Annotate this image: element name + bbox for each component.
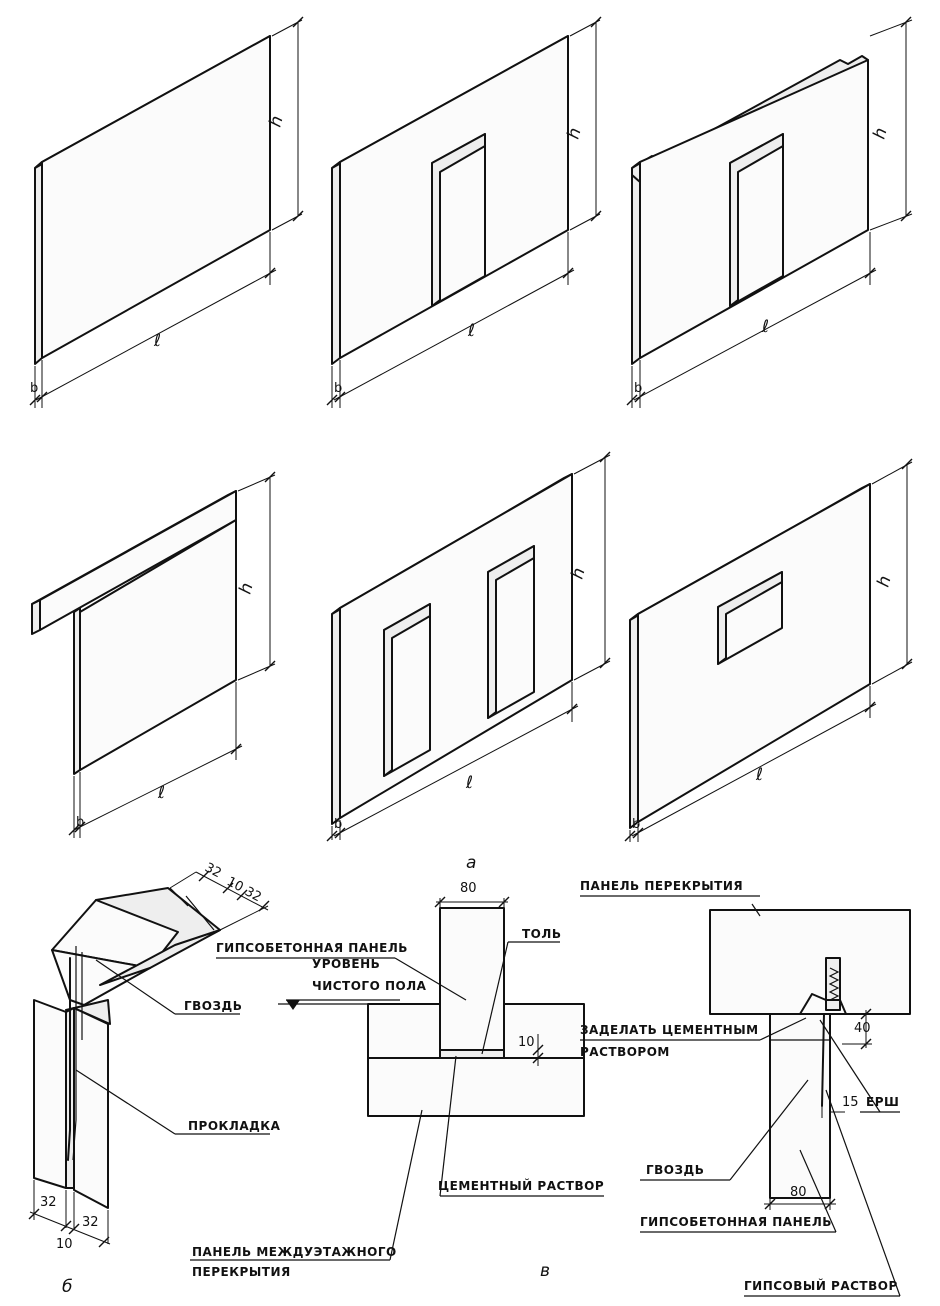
detail-v-tar-paper-label: ТОЛЬ [522, 927, 562, 941]
detail-c-seal-label-1: ЗАДЕЛАТЬ ЦЕМЕНТНЫМ [580, 1023, 759, 1037]
panel5-l-label: ℓ [465, 773, 473, 793]
detail-v-gap-dim: 10 [518, 1035, 535, 1050]
panel3-b-label: b [634, 381, 642, 396]
wall-panel-with-two-doors [326, 451, 611, 842]
panel1-h-label: h [266, 114, 288, 130]
wall-panel-with-door [326, 16, 602, 408]
panel1-b-label: b [30, 381, 38, 396]
detail-v-interfloor-label-1: ПАНЕЛЬ МЕЖДУЭТАЖНОГО [192, 1245, 397, 1259]
wall-panel-t-shaped [31, 471, 276, 838]
detail-c-gypsum-mortar-label: ГИПСОВЫЙ РАСТВОР [744, 1278, 898, 1293]
caption-b: б [62, 1277, 72, 1297]
panel4-h-label: h [236, 581, 258, 597]
detail-b-dim-bottom-2: 10 [56, 1237, 73, 1252]
panel3-h-label: h [870, 126, 892, 142]
detail-v-floor-level-label-1: УРОВЕНЬ [312, 957, 380, 971]
wall-panel-with-door-and-notches [626, 16, 913, 408]
detail-v-interfloor-label-2: ПЕРЕКРЫТИЯ [192, 1265, 291, 1279]
panel6-b-label: b [632, 817, 640, 832]
panel5-b-label: b [334, 817, 342, 832]
panel2-b-label: b [334, 381, 342, 396]
detail-b-dim-top-2: 10 [224, 874, 246, 895]
detail-c-nail-label: ГВОЗДЬ [646, 1163, 704, 1177]
detail-c-ruff-label: ЕРШ [866, 1095, 899, 1109]
detail-ceiling-joint: ПАНЕЛЬ ПЕРЕКРЫТИЯ ЗАДЕЛАТЬ ЦЕМЕНТНЫМ РАС… [580, 879, 911, 1297]
detail-c-dim-15: 15 [842, 1095, 859, 1110]
panel1-l-label: ℓ [153, 331, 161, 351]
detail-v-gypsum-panel-label: ГИПСОБЕТОННАЯ ПАНЕЛЬ [216, 941, 408, 955]
detail-b-dim-top-3: 32 [242, 884, 264, 905]
detail-b-gasket-label: ПРОКЛАДКА [188, 1119, 281, 1133]
panel6-h-label: h [874, 574, 896, 590]
detail-b-corner-joint: 32 10 32 32 10 32 ГВОЗДЬ ПРОКЛАДКА б [28, 860, 281, 1297]
detail-b-dim-top-1: 32 [202, 860, 224, 881]
detail-v-cement-mortar-label: ЦЕМЕНТНЫЙ РАСТВОР [438, 1178, 604, 1193]
detail-c-gypsum-panel-label: ГИПСОБЕТОННАЯ ПАНЕЛЬ [640, 1215, 832, 1229]
panel6-l-label: ℓ [755, 765, 763, 785]
detail-c-seal-label-2: РАСТВОРОМ [580, 1045, 670, 1059]
wall-panel-plain [29, 16, 304, 408]
wall-panel-with-window [624, 458, 913, 842]
detail-v-floor-joint: 80 10 ГИПСОБЕТОННАЯ ПАНЕЛЬ ТОЛЬ УРОВЕНЬ … [190, 881, 604, 1281]
panel2-h-label: h [564, 126, 586, 142]
panel4-b-label: b [76, 815, 84, 830]
detail-b-dim-bottom-3: 32 [82, 1215, 99, 1230]
caption-a: a [466, 853, 476, 873]
detail-c-dim-80: 80 [790, 1185, 807, 1200]
detail-c-dim-40: 40 [854, 1021, 871, 1036]
detail-c-slab-panel-label: ПАНЕЛЬ ПЕРЕКРЫТИЯ [580, 879, 743, 893]
panel2-l-label: ℓ [467, 321, 475, 341]
panel5-h-label: h [568, 566, 590, 582]
detail-v-width-dim: 80 [460, 881, 477, 896]
detail-b-nail-label: ГВОЗДЬ [184, 999, 242, 1013]
detail-v-floor-level-label-2: ЧИСТОГО ПОЛА [312, 979, 427, 993]
panel-dimension-labels: h h h h h h ℓ ℓ ℓ ℓ ℓ ℓ b b b b b b a [30, 114, 896, 873]
detail-b-dim-bottom-1: 32 [40, 1195, 57, 1210]
panel3-l-label: ℓ [761, 317, 769, 337]
panel4-l-label: ℓ [157, 783, 165, 803]
caption-v: в [540, 1261, 550, 1281]
